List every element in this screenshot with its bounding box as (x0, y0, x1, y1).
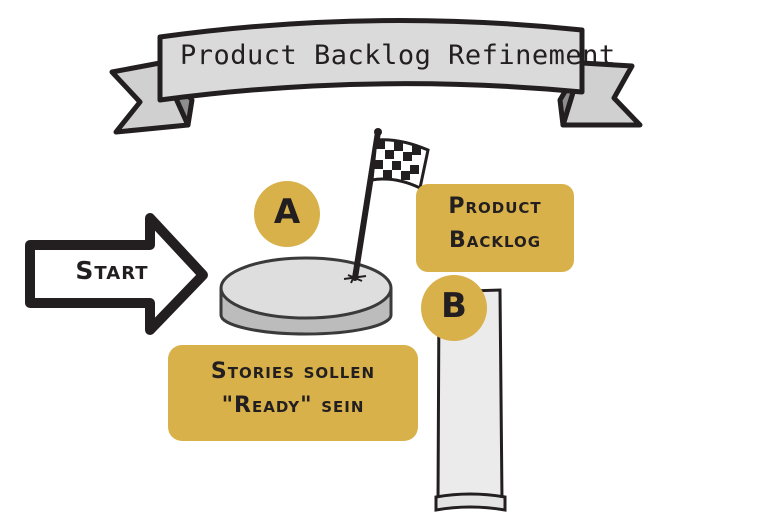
ready-line-2: "Ready" sein (221, 393, 365, 418)
title-banner (109, 18, 643, 135)
ribbon-main (157, 18, 585, 103)
ready-label: Stories sollen "Ready" sein (168, 355, 418, 423)
product-backlog-label: Product Backlog (416, 190, 574, 258)
checkered-flag-icon (370, 138, 430, 191)
backlog-scroll (434, 288, 507, 512)
badge-b-label: B (441, 286, 467, 326)
start-label: Start (75, 256, 149, 285)
ready-box (168, 345, 418, 441)
product-backlog-box (416, 184, 574, 272)
badge-a-circle (254, 181, 320, 247)
badge-b-circle (421, 275, 487, 341)
banner-title: Product Backlog Refinement (180, 40, 616, 71)
product-backlog-line-1: Product (448, 194, 542, 219)
badge-a-label: A (273, 192, 301, 232)
ready-line-1: Stories sollen (210, 359, 376, 384)
product-backlog-line-2: Backlog (448, 228, 542, 253)
disc-platform (219, 256, 393, 336)
start-arrow (25, 213, 208, 335)
